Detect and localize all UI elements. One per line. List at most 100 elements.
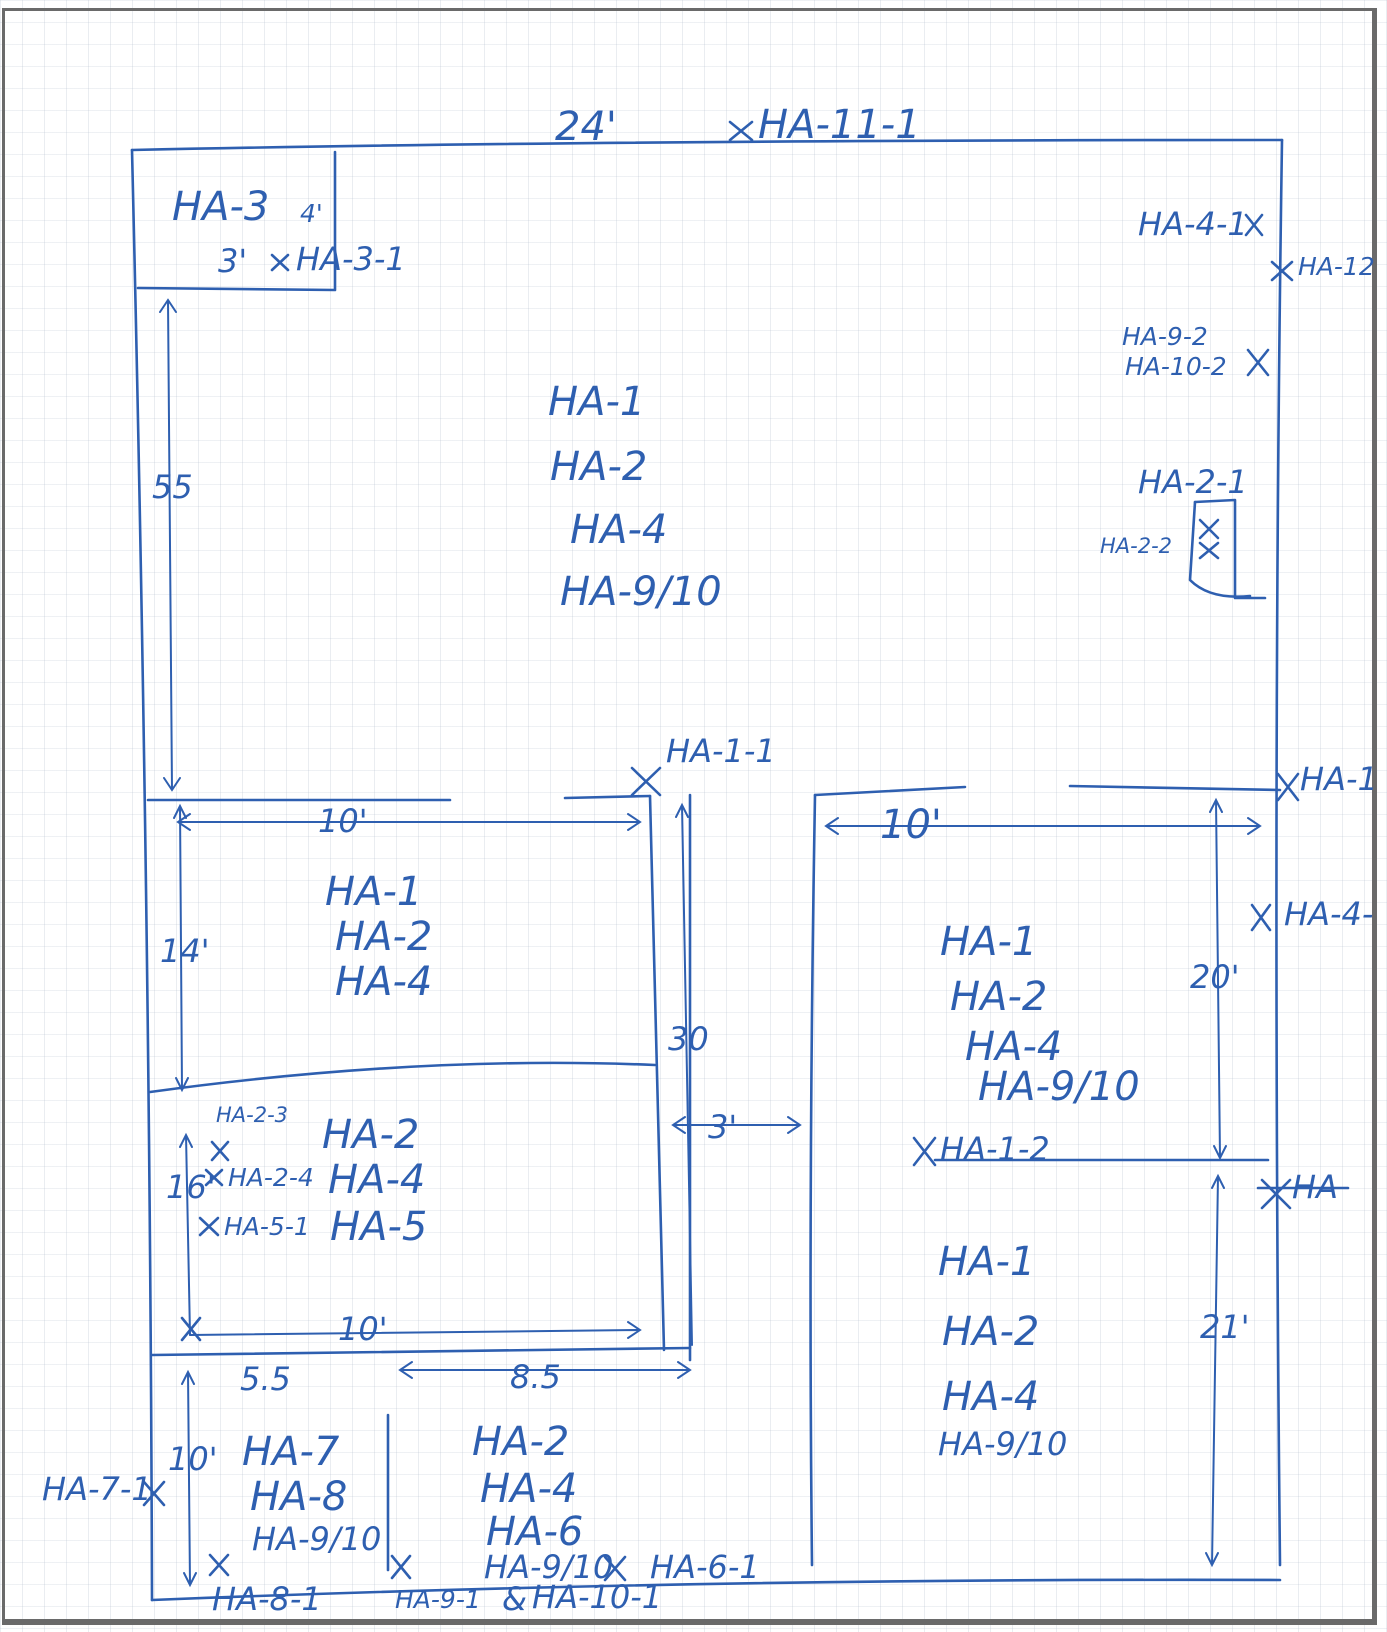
right-block-top-wall-left [813, 785, 967, 797]
x-mark-icon [603, 1555, 627, 1582]
dim-bottom-left-width: 5.5 [240, 1360, 291, 1398]
x-mark-icon [142, 1480, 166, 1507]
dim-right-lower-height: 21' [1200, 1308, 1250, 1346]
right-upper-label-4: HA-9/10 [978, 1064, 1140, 1110]
x-mark-icon [912, 1136, 937, 1167]
sample-right-12: HA-12 [1298, 252, 1375, 281]
sample-bottom-joiner: & [502, 1580, 527, 1618]
sample-markers [142, 120, 1350, 1582]
closet-walls [136, 150, 337, 292]
sample-left-7-1: HA-7-1 [42, 1470, 152, 1508]
dimension-arrows [159, 298, 1262, 1588]
x-mark-icon [1270, 260, 1294, 282]
dim-bottom-left-height: 10' [168, 1440, 218, 1478]
sample-right-1-2: HA-1-2 [940, 1130, 1050, 1168]
sample-right-9-2: HA-9-2 [1122, 322, 1208, 351]
sample-room3-5-1: HA-5-1 [224, 1212, 310, 1241]
sample-closet: HA-3-1 [296, 240, 406, 278]
sample-bottom-6-1: HA-6-1 [650, 1548, 760, 1586]
dim-closet-h: 3' [218, 242, 247, 280]
room1-bottom-wall-mid [563, 794, 652, 800]
sample-mid-1-1: HA-1-1 [666, 732, 776, 770]
sample-labels: HA-11-1 HA-3-1 HA-4-1 HA-12 HA-9-2 HA-10… [42, 102, 1378, 1618]
sample-struck: HA [1292, 1168, 1338, 1206]
dim-hall-width: 3' [708, 1108, 737, 1146]
right-lower-label-1: HA-1 [938, 1239, 1035, 1285]
sample-right-4-edge: HA-4- [1284, 895, 1373, 933]
room2-label-1: HA-1 [325, 869, 422, 915]
hall-height-arrow [675, 802, 693, 1346]
closet-box-right-2 [1188, 500, 1252, 598]
x-mark-icon [1276, 772, 1300, 802]
bottom-left-height-arrow [181, 1369, 197, 1588]
right-lower-height-arrow [1205, 1173, 1225, 1568]
dim-right-width: 10' [880, 802, 942, 848]
x-mark-icon [1244, 213, 1264, 237]
dim-room1-height: 55 [152, 468, 193, 506]
sample-bottom-8-1: HA-8-1 [212, 1580, 322, 1618]
x-mark-icon [728, 120, 754, 142]
sample-right-4: HA-4-1 [1138, 205, 1248, 243]
right-block-top-wall-right [1068, 784, 1282, 792]
room1-label-3: HA-4 [570, 507, 667, 553]
dim-room3-height: 16' [166, 1168, 216, 1206]
sample-top: HA-11-1 [758, 102, 921, 148]
outer-wall-top [130, 138, 1284, 152]
sample-edge-hai: HA-1 [1300, 760, 1378, 798]
hall-left-wall [648, 794, 666, 1352]
x-mark-icon [1198, 518, 1220, 540]
x-mark-icon [210, 1140, 230, 1162]
x-mark-icon [390, 1554, 412, 1580]
room1-label-2: HA-2 [550, 444, 647, 490]
closet-area-label: HA-3 [172, 184, 269, 230]
bottom-mid-label-4: HA-9/10 [484, 1548, 613, 1586]
right-block-left-wall [809, 793, 817, 1567]
sample-right-2-1: HA-2-1 [1138, 463, 1248, 501]
closet-box-right [1193, 498, 1267, 600]
room3-width-arrow [189, 1321, 642, 1339]
outer-wall-bottom [150, 1578, 1282, 1602]
sample-bottom-9-1: HA-9-1 [395, 1585, 481, 1614]
bottom-mid-width-arrow [398, 1361, 692, 1379]
room1-label-4: HA-9/10 [560, 569, 722, 615]
room2-bottom-wall [148, 1061, 657, 1094]
room2-label-2: HA-2 [335, 914, 432, 960]
area-labels: HA-3 HA-1 HA-2 HA-4 HA-9/10 HA-1 HA-2 HA… [172, 184, 1140, 1586]
dim-closet-w: 4' [300, 199, 323, 228]
right-upper-height-arrow [1209, 797, 1227, 1161]
dim-hall-height: 30 [668, 1020, 709, 1058]
room2-height-arrow [173, 803, 189, 1093]
right-lower-label-3: HA-4 [942, 1374, 1039, 1420]
right-width-arrow [824, 817, 1262, 835]
sample-right-10-2: HA-10-2 [1125, 352, 1227, 381]
room3-bottom-wall [150, 1346, 692, 1357]
bottom-mid-label-3: HA-6 [486, 1509, 583, 1555]
outer-wall-right [1275, 138, 1284, 1567]
right-lower-label-4: HA-9/10 [938, 1425, 1067, 1463]
room3-height-arrow [179, 1132, 193, 1336]
bottom-left-label-2: HA-8 [250, 1474, 347, 1520]
dim-room2-height: 14' [160, 932, 210, 970]
sample-right-2-2: HA-2-2 [1100, 534, 1172, 558]
dim-top-width: 24' [555, 104, 617, 150]
bottom-mid-label-2: HA-4 [480, 1466, 577, 1512]
room2-label-3: HA-4 [335, 959, 432, 1005]
room3-label-1: HA-2 [322, 1112, 419, 1158]
right-upper-label-3: HA-4 [965, 1024, 1062, 1070]
right-upper-label-1: HA-1 [940, 919, 1037, 965]
room3-label-2: HA-4 [328, 1157, 425, 1203]
room2-width-arrow [176, 813, 642, 831]
dim-bottom-mid-width: 8.5 [510, 1358, 561, 1396]
sample-room3-2-3: HA-2-3 [216, 1103, 288, 1127]
hall-width-arrow [671, 1116, 802, 1134]
x-mark-icon [198, 1216, 220, 1237]
bottom-left-label-3: HA-9/10 [252, 1520, 381, 1558]
dim-right-upper-height: 20' [1190, 958, 1240, 996]
room1-label-1: HA-1 [548, 379, 645, 425]
bottom-left-label-1: HA-7 [242, 1429, 340, 1475]
outer-wall-left [130, 148, 154, 1602]
right-upper-label-2: HA-2 [950, 974, 1047, 1020]
x-mark-icon [1260, 1178, 1292, 1210]
